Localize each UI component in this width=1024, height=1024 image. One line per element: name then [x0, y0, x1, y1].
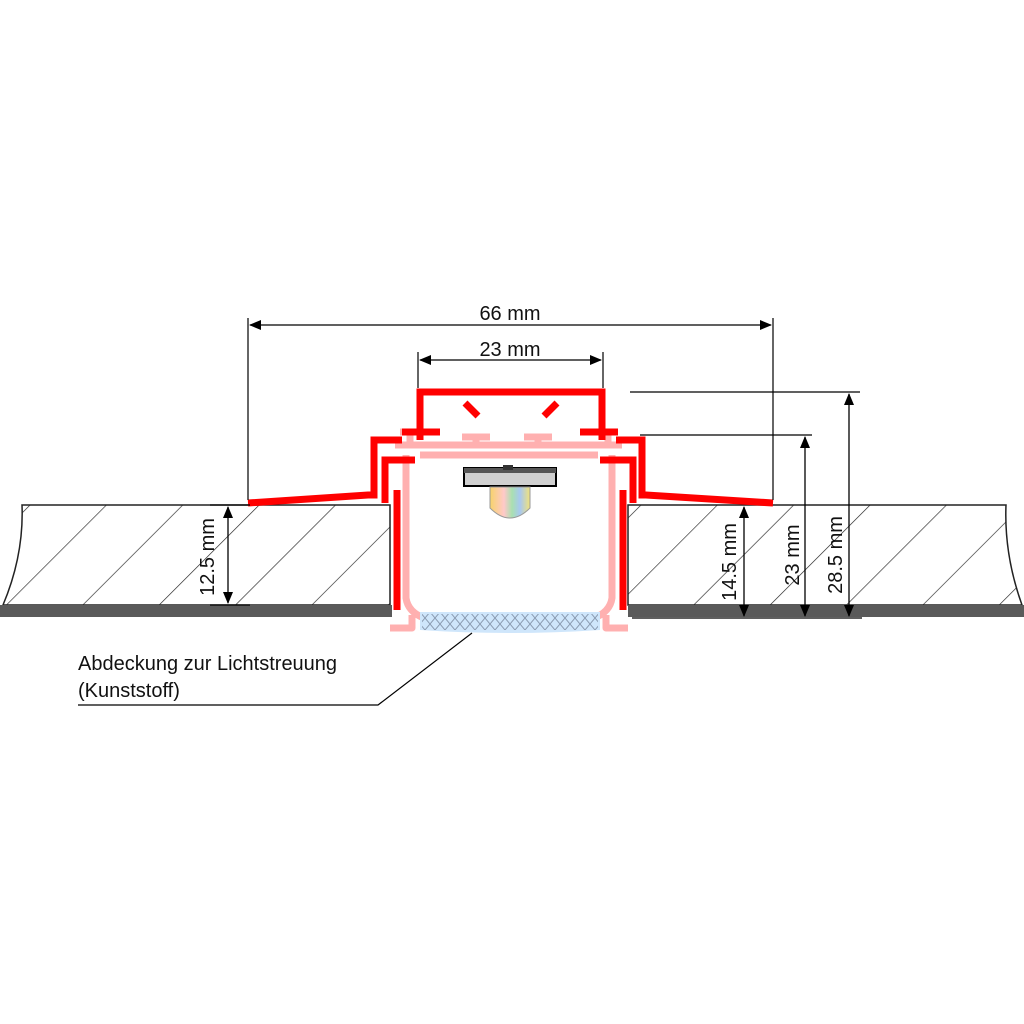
dimension-channel-width: 23 mm [417, 339, 604, 388]
label-profile-height: 23 mm [782, 524, 804, 585]
callout-diffuser: Abdeckung zur Lichtstreuung (Kunststoff) [78, 632, 473, 706]
inner-profile [390, 428, 628, 632]
label-total-height: 28.5 mm [825, 516, 847, 594]
right-board-base [628, 605, 1024, 617]
callout-line-2: (Kunststoff) [78, 680, 180, 702]
led-module [463, 465, 557, 519]
diffuser-cover [420, 612, 600, 633]
left-board [0, 504, 392, 617]
label-total-width: 66 mm [479, 303, 540, 325]
label-board-thickness: 12.5 mm [197, 518, 219, 596]
dimension-total-width: 66 mm [247, 303, 774, 500]
dimension-board-thickness: 12.5 mm [197, 504, 250, 606]
label-channel-width: 23 mm [479, 339, 540, 361]
callout-line-1: Abdeckung zur Lichtstreuung [78, 653, 337, 675]
outer-profile [247, 388, 774, 610]
label-recess-depth: 14.5 mm [719, 523, 741, 601]
left-board-base [0, 605, 392, 617]
right-board [627, 504, 1024, 617]
dimension-heights: 14.5 mm 23 mm 28.5 mm [630, 391, 862, 619]
